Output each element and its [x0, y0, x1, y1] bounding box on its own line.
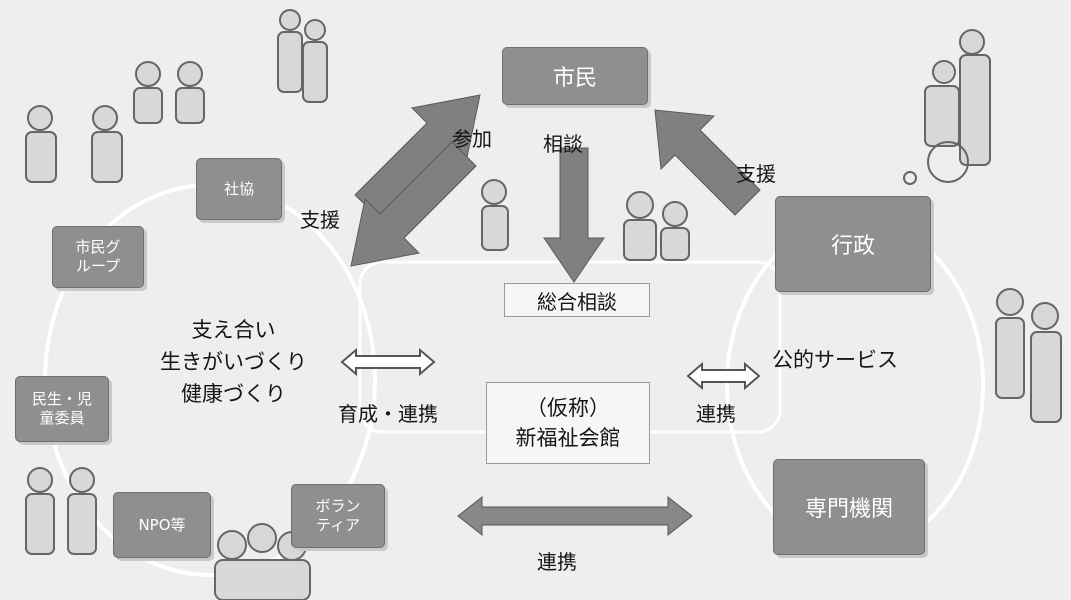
- shien-left-label: 支援: [300, 208, 340, 232]
- shien-right-label: 支援: [736, 162, 776, 186]
- support-text: 支え合い 生きがいづくり 健康づくり: [160, 318, 307, 406]
- minsei-label: 民生・児 童委員: [31, 390, 92, 427]
- sougou-label: 総合相談: [537, 289, 617, 314]
- expert-node: 専門機関: [773, 459, 925, 555]
- ikusei-double-arrow: [340, 347, 436, 377]
- wheelchair-illustration: [903, 29, 991, 185]
- public-label: 公的サービス: [772, 348, 898, 372]
- renkei-right-label: 連携: [696, 402, 736, 426]
- renkei-bottom-double-arrow: [457, 495, 693, 537]
- kaikan-label-box: （仮称） 新福祉会館: [486, 382, 650, 464]
- citizen-label: 市民: [552, 66, 597, 91]
- volunteer-node: ボラン ティア: [291, 484, 385, 548]
- sanka-label: 参加: [452, 127, 492, 151]
- shien-right-arrow: [654, 109, 761, 216]
- citizen-node: 市民: [502, 47, 648, 105]
- renkei-bottom-label: 連携: [537, 550, 577, 574]
- shakyo-label: 社協: [223, 179, 254, 198]
- people-illustration: [25, 9, 1062, 600]
- sougou-label-box: 総合相談: [504, 283, 650, 317]
- soudan-label: 相談: [543, 132, 583, 156]
- npo-label: NPO等: [138, 515, 186, 534]
- minsei-node: 民生・児 童委員: [15, 376, 109, 442]
- volunteer-label: ボラン ティア: [315, 497, 361, 534]
- expert-label: 専門機関: [804, 497, 893, 522]
- gov-node: 行政: [775, 196, 931, 292]
- ikusei-label: 育成・連携: [338, 402, 438, 426]
- shakyo-node: 社協: [196, 158, 282, 220]
- npo-node: NPO等: [113, 492, 211, 558]
- citizen-group-label: 市民グ ループ: [75, 238, 121, 275]
- renkei-right-double-arrow: [686, 361, 761, 391]
- soudan-arrow: [543, 147, 605, 283]
- citizen-group-node: 市民グ ループ: [52, 226, 144, 288]
- shien-left-arrow: [350, 141, 477, 267]
- gov-label: 行政: [830, 234, 875, 259]
- kaikan-label: （仮称） 新福祉会館: [515, 396, 621, 450]
